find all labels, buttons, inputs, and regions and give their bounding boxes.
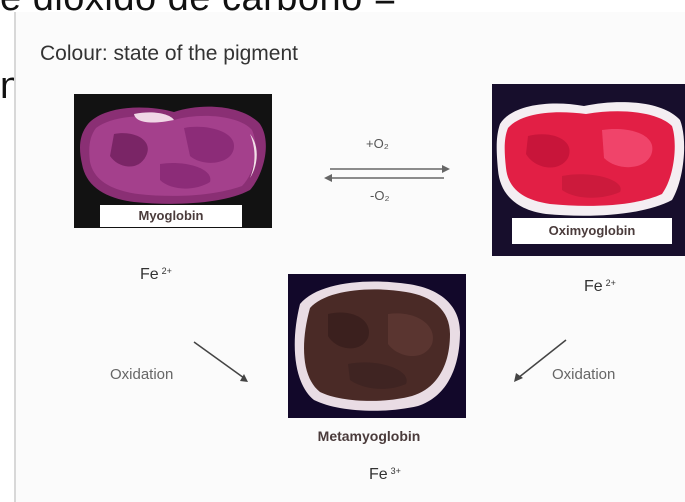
oximyoglobin-caption: Oximyoglobin: [512, 218, 672, 244]
myoglobin-caption: Myoglobin: [100, 205, 242, 227]
double-arrow-icon: [322, 162, 452, 186]
myoglobin-meat-photo: Myoglobin: [74, 94, 272, 228]
fe-symbol: Fe: [140, 266, 159, 283]
oxidation-arrow-left-icon: [192, 340, 252, 386]
iron-charge: 2+: [606, 278, 616, 288]
metamyoglobin-iron-state: Fe3+: [369, 466, 401, 484]
slide-title: Colour: state of the pigment: [40, 42, 298, 66]
oxidation-label-right: Oxidation: [552, 366, 615, 383]
oximyoglobin-iron-state: Fe2+: [584, 278, 616, 296]
myoglobin-iron-state: Fe2+: [140, 266, 172, 284]
fe-symbol: Fe: [584, 278, 603, 295]
iron-charge: 2+: [162, 266, 172, 276]
oxidation-label-left: Oxidation: [110, 366, 173, 383]
remove-oxygen-label: -O₂: [370, 188, 390, 203]
equilibrium-arrows: +O₂ -O₂: [322, 136, 452, 222]
slide-image: Colour: state of the pigment Myoglobin O…: [14, 12, 685, 502]
metamyoglobin-caption: Metamyoglobin: [294, 428, 444, 444]
iron-charge: 3+: [391, 466, 401, 476]
fe-symbol: Fe: [369, 466, 388, 483]
oximyoglobin-meat-photo: Oximyoglobin: [492, 84, 685, 256]
metamyoglobin-meat-photo: [288, 274, 466, 418]
add-oxygen-label: +O₂: [366, 136, 389, 151]
